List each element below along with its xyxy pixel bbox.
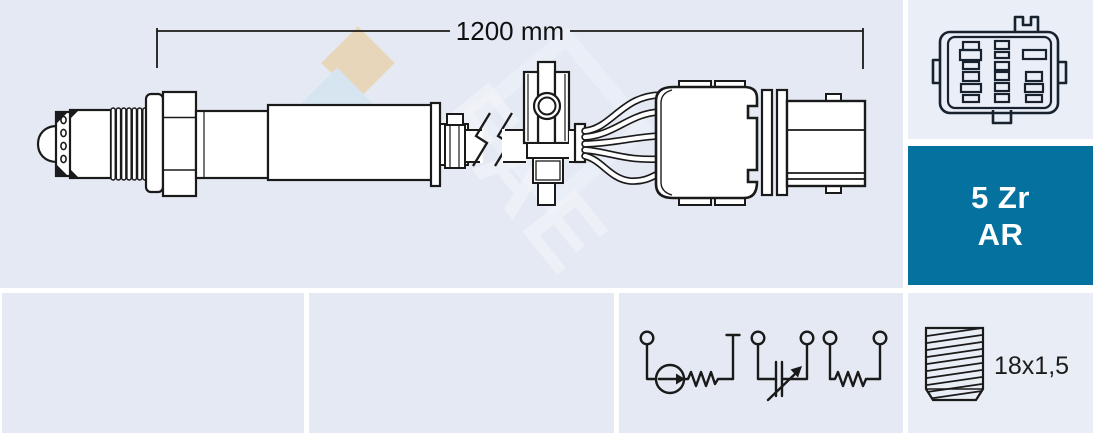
connector-pins bbox=[958, 39, 1048, 104]
empty-cell-1 bbox=[2, 293, 304, 433]
hex-nut bbox=[161, 90, 198, 198]
cable-break-symbol bbox=[472, 112, 491, 167]
sensor-sheath bbox=[266, 103, 435, 182]
connector-boot bbox=[654, 80, 759, 206]
connector-pinout-panel bbox=[908, 0, 1093, 139]
circuit-diagram-icon bbox=[639, 330, 888, 402]
lambda-sensor-drawing: FAE bbox=[36, 16, 867, 206]
spec-badge-line1: 5 Zr bbox=[971, 179, 1030, 215]
connector-pinout-icon bbox=[931, 15, 1068, 125]
spec-badge-line2: AR bbox=[977, 216, 1024, 252]
sensor-body-drawing bbox=[36, 60, 867, 206]
sensor-drawing-panel: FAE bbox=[0, 0, 903, 288]
sensor-tip-dome bbox=[36, 124, 59, 164]
empty-cell-2 bbox=[309, 293, 614, 433]
thread-spec-panel: 18x1,5 bbox=[908, 293, 1093, 433]
connector-plug bbox=[785, 93, 867, 194]
thread-size-label: 18x1,5 bbox=[994, 352, 1069, 380]
cable-mounting-bracket bbox=[522, 60, 583, 206]
thread-ribs bbox=[110, 107, 148, 181]
dimension-line bbox=[156, 28, 864, 69]
threaded-bolt-icon: 18x1,5 bbox=[924, 326, 1069, 402]
dimension-label: 1200 mm bbox=[456, 16, 564, 46]
circuit-diagram-panel bbox=[619, 293, 903, 433]
sensor-wires bbox=[581, 91, 664, 185]
spec-badge: 5 Zr AR bbox=[908, 146, 1093, 285]
